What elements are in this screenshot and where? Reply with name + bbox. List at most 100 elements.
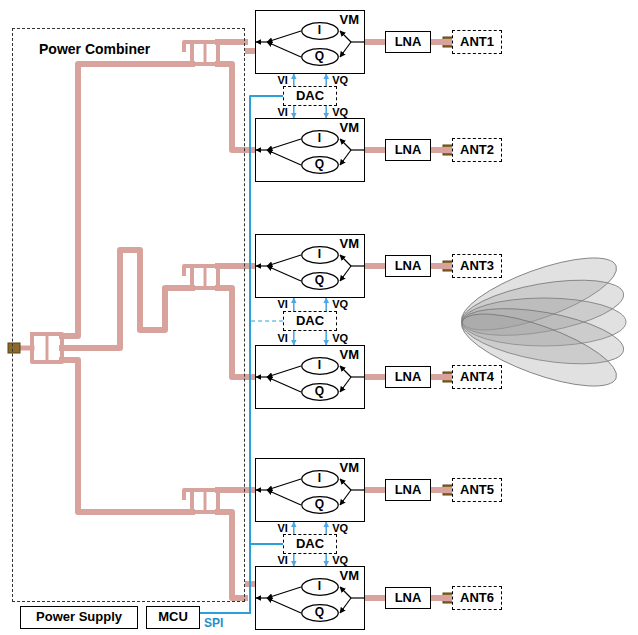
- dac-box: DAC: [283, 86, 337, 106]
- ellipse-outline: [301, 496, 337, 513]
- signal-split-line: [340, 598, 351, 613]
- rf-trace: [431, 595, 452, 601]
- node-text: I: [318, 132, 321, 146]
- signal-split-line: [267, 587, 301, 598]
- signal-split-line: [351, 265, 365, 266]
- node-text: Q: [315, 50, 324, 64]
- microstrip-trace: [184, 490, 192, 498]
- control-voltage-arrow: [325, 298, 327, 311]
- control-voltage-arrow: [325, 331, 327, 345]
- signal-name: VQ: [331, 106, 349, 118]
- rf-trace: [431, 147, 452, 153]
- rf-trace: [431, 374, 452, 380]
- node-text: ANT5: [460, 483, 494, 498]
- signal-split-line: [267, 266, 301, 281]
- rf-trace: [365, 263, 385, 269]
- signal-split-line: [256, 376, 267, 377]
- signal-split-line: [340, 490, 351, 505]
- lna-box: LNA: [385, 255, 431, 277]
- rf-connector: [8, 343, 20, 353]
- node-text: LNA: [395, 143, 422, 158]
- signal-split-line: [256, 149, 267, 150]
- antenna-box: ANT3: [452, 254, 502, 278]
- ellipse-outline: [301, 383, 337, 400]
- antenna-box: ANT4: [452, 365, 502, 389]
- node-text: VM: [340, 461, 360, 476]
- microstrip-trace: [62, 360, 192, 512]
- signal-name: VI: [276, 522, 288, 534]
- node-text: LNA: [395, 483, 422, 498]
- node-text: Q: [315, 385, 324, 399]
- iq-ellipse: I: [301, 578, 339, 596]
- control-voltage-arrow: [325, 106, 327, 118]
- microstrip-trace: [218, 288, 245, 377]
- microstrip-trace: [218, 39, 245, 45]
- microstrip-trace: [192, 490, 218, 512]
- signal-split-line: [340, 31, 351, 42]
- microstrip-trace: [218, 512, 245, 598]
- node-text: DAC: [296, 89, 324, 104]
- antenna-box: ANT1: [452, 30, 502, 54]
- node-text: I: [318, 472, 321, 486]
- microstrip-trace: [32, 334, 62, 362]
- signal-split-line: [267, 150, 301, 165]
- rf-trace: [431, 487, 452, 493]
- signal-name: VI: [276, 74, 288, 86]
- microstrip-trace: [218, 487, 245, 493]
- signal-name: VQ: [331, 522, 349, 534]
- microstrip-trace: [62, 250, 192, 348]
- vector-modulator-box: VMIQ: [255, 10, 365, 74]
- node-text: LNA: [395, 370, 422, 385]
- signal-split-line: [256, 265, 267, 266]
- signal-split-line: [351, 149, 365, 150]
- rf-trace: [365, 487, 385, 493]
- control-voltage-arrow: [325, 522, 327, 534]
- node-text: ANT6: [460, 591, 494, 606]
- signal-split-line: [267, 139, 301, 150]
- microstrip-trace: [204, 42, 207, 64]
- control-voltage-arrow: [293, 554, 295, 566]
- signal-split-line: [340, 266, 351, 281]
- rf-trace: [365, 374, 385, 380]
- control-voltage-arrow: [293, 522, 295, 534]
- ellipse-outline: [301, 578, 337, 595]
- module-box: MCU: [146, 606, 200, 629]
- rf-trace: [365, 595, 385, 601]
- iq-ellipse: Q: [301, 156, 339, 174]
- signal-split-line: [340, 587, 351, 598]
- control-voltage-arrow: [293, 74, 295, 86]
- node-text: I: [318, 359, 321, 373]
- node-text: VM: [340, 569, 360, 584]
- signal-split-line: [340, 42, 351, 57]
- node-text: VM: [340, 121, 360, 136]
- microstrip-trace: [184, 42, 192, 50]
- control-voltage-arrow: [293, 106, 295, 118]
- vector-modulator-box: VMIQ: [255, 566, 365, 630]
- node-text: VM: [340, 348, 360, 363]
- node-text: DAC: [296, 537, 324, 552]
- signal-split-line: [351, 489, 365, 490]
- lna-box: LNA: [385, 479, 431, 501]
- node-text: I: [318, 248, 321, 262]
- ellipse-outline: [301, 604, 337, 621]
- signal-split-line: [351, 376, 365, 377]
- node-text: Q: [315, 498, 324, 512]
- iq-ellipse: I: [301, 130, 339, 148]
- vector-modulator-box: VMIQ: [255, 234, 365, 298]
- node-text: LNA: [395, 35, 422, 50]
- iq-ellipse: I: [301, 470, 339, 488]
- node-text: VM: [340, 237, 360, 252]
- rf-trace: [365, 147, 385, 153]
- iq-ellipse: I: [301, 22, 339, 40]
- control-voltage-arrow: [325, 74, 327, 86]
- ellipse-outline: [301, 470, 337, 487]
- microstrip-trace: [22, 346, 32, 351]
- node-text: ANT3: [460, 259, 494, 274]
- iq-ellipse: I: [301, 246, 339, 264]
- node-text: ANT4: [460, 370, 494, 385]
- signal-name: VQ: [331, 332, 349, 344]
- signal-split-line: [340, 377, 351, 392]
- node-text: DAC: [296, 314, 324, 329]
- signal-name: VI: [276, 332, 288, 344]
- node-text: Power Combiner: [39, 41, 150, 57]
